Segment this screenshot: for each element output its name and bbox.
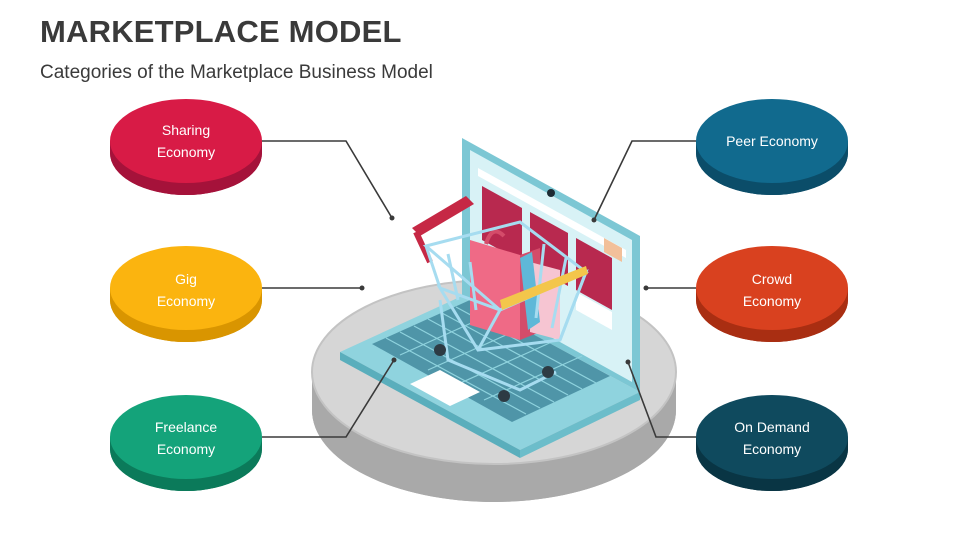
- connector-lines: [262, 140, 696, 438]
- category-discs: [110, 99, 848, 491]
- connector-freelance: [262, 359, 395, 438]
- connector-sharing: [262, 140, 393, 219]
- laptop-illustration: [340, 138, 640, 458]
- page-subtitle: Categories of the Marketplace Business M…: [40, 62, 433, 83]
- category-disc-crowd: [696, 246, 848, 342]
- connector-ondemand: [627, 361, 696, 438]
- category-disc-peer: [696, 99, 848, 195]
- category-disc-ondemand: [696, 395, 848, 491]
- shopping-cart-icon: [412, 196, 589, 402]
- category-disc-gig: [110, 246, 262, 342]
- category-disc-sharing: [110, 99, 262, 195]
- page-title: MARKETPLACE MODEL: [40, 14, 402, 49]
- connector-dots: [359, 215, 649, 365]
- category-label-peer-economy: Peer Economy: [726, 133, 818, 149]
- connector-peer: [593, 140, 696, 221]
- category-disc-freelance: [110, 395, 262, 491]
